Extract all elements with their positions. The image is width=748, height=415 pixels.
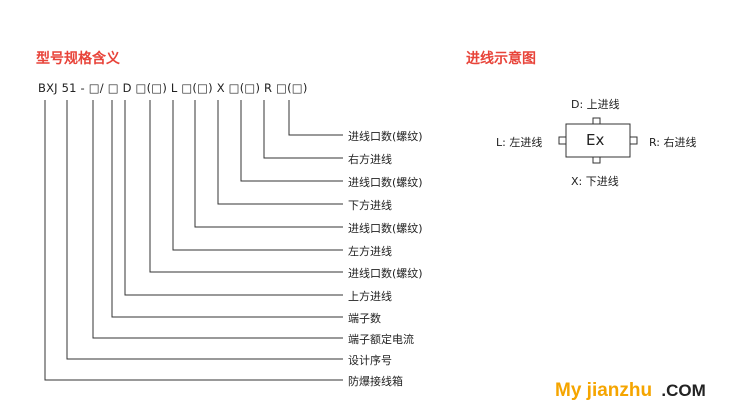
label-junction-box: 防爆接线箱 [348,375,403,388]
top-entry-label: D: 上进线 [571,98,620,111]
leader-line-7 [149,100,343,273]
watermark-part2: .COM [661,381,706,400]
right-entry-label: R: 右进线 [649,136,697,149]
leader-line-11 [66,100,343,360]
leader-line-5 [194,100,343,228]
watermark: My jianzhu .COM [555,380,706,402]
model-code: BXJ 51 - □/ □ D □(□) L □(□) X □(□) R □(□… [38,81,308,95]
leader-line-6 [172,100,343,251]
leader-line-2 [263,100,343,159]
leader-line-3 [240,100,343,182]
ex-label: Ex [586,131,605,149]
bottom-port [592,156,601,164]
label-top-entry: 上方进线 [348,290,392,303]
top-port [592,117,601,125]
label-entry-count-top: 进线口数(螺纹) [348,267,423,280]
leader-line-8 [124,100,343,296]
leader-line-1 [288,100,343,136]
label-left-entry: 左方进线 [348,245,392,258]
label-entry-count-bottom: 进线口数(螺纹) [348,176,423,189]
label-entry-count-left: 进线口数(螺纹) [348,222,423,235]
leader-line-4 [217,100,343,205]
label-terminal-count: 端子数 [348,312,381,325]
label-right-entry: 右方进线 [348,153,392,166]
leader-line-12 [44,100,343,381]
label-entry-count-right: 进线口数(螺纹) [348,130,423,143]
leader-line-9 [111,100,343,318]
label-terminal-current: 端子额定电流 [348,333,414,346]
watermark-part1: My jianzhu [555,380,653,401]
left-port [558,136,567,145]
right-port [629,136,638,145]
bottom-entry-label: X: 下进线 [571,175,619,188]
leader-line-10 [92,100,343,339]
left-entry-label: L: 左进线 [496,136,543,149]
label-design-number: 设计序号 [348,354,392,367]
entry-diagram-title: 进线示意图 [466,51,536,67]
ex-box [565,123,631,158]
label-bottom-entry: 下方进线 [348,199,392,212]
model-spec-title: 型号规格含义 [36,51,120,67]
